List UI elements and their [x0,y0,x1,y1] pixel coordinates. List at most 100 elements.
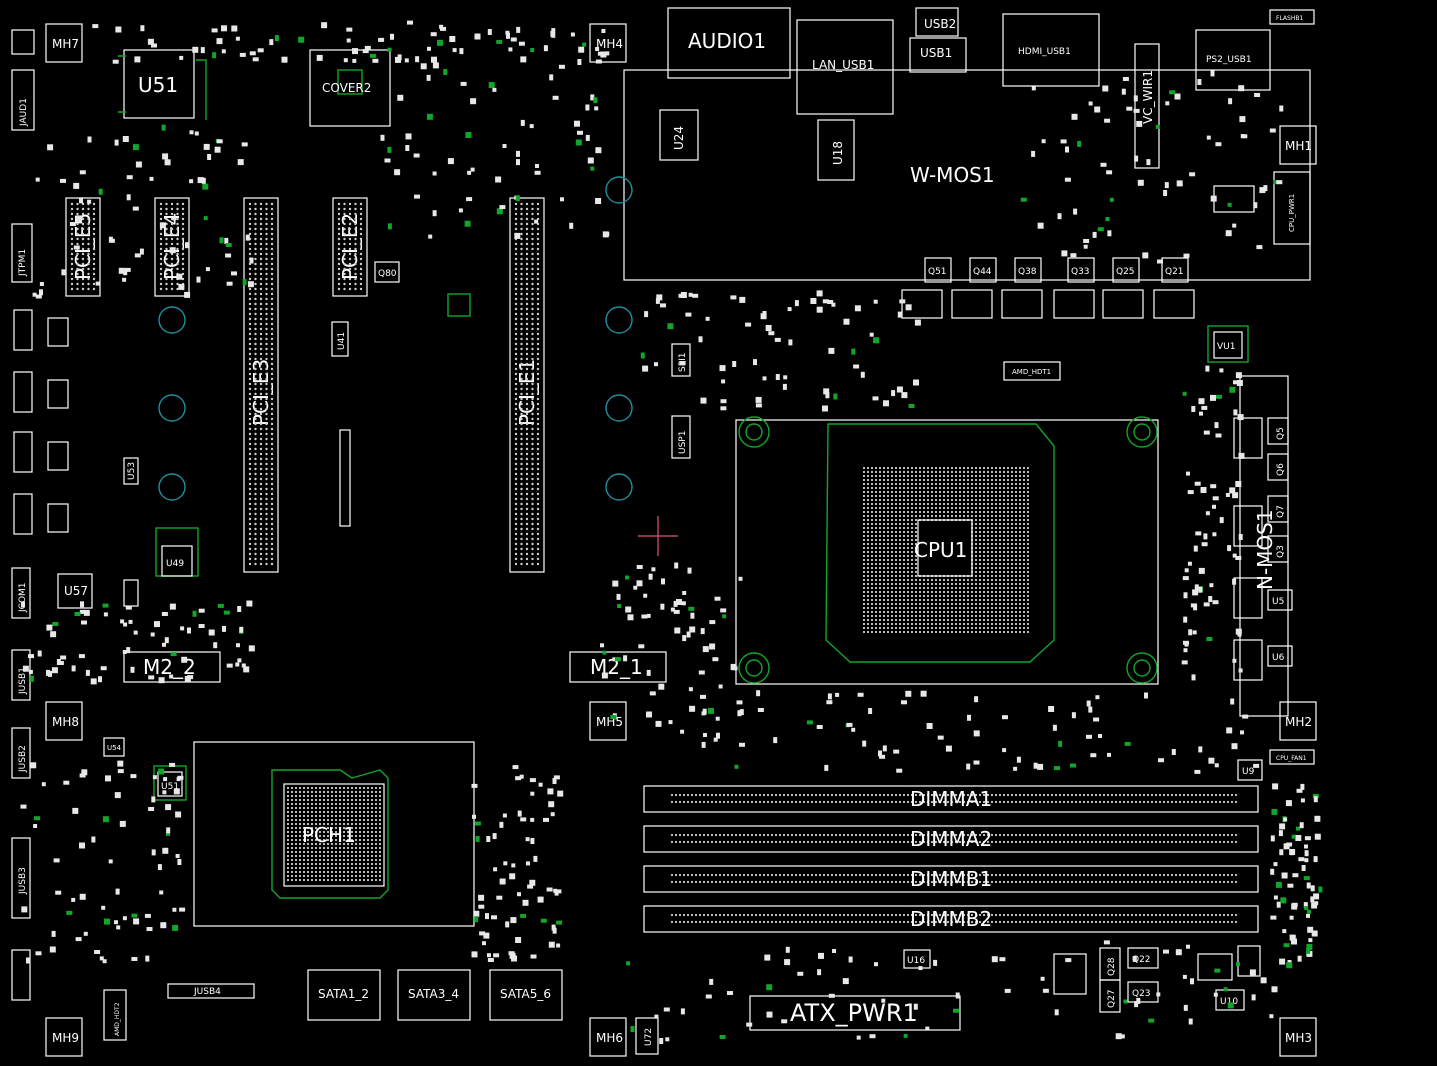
wmos-label: W-MOS1 [910,163,995,187]
cover-region [309,49,391,127]
jusb4-label: JUSB4 [193,987,221,997]
audio-label: AUDIO1 [688,29,766,53]
cpu-label: CPU1 [914,538,967,562]
jcom-label: JCOM1 [18,582,28,613]
q80-label: Q80 [378,269,397,279]
nmos-transistors: Q5 Q6 Q7 Q3 U5 U6 [1233,417,1293,681]
m2-1-slot [569,651,667,683]
jtpm-label: JTPM1 [18,249,28,277]
usb2-label: USB2 [924,17,956,31]
u53-secondary-label: U51 [161,782,179,792]
dimmb1-slot [643,865,1259,893]
mh7-label: MH7 [52,37,79,51]
u9-label: U9 [1242,767,1255,777]
q3-label: Q3 [1276,545,1286,558]
dimma1-label: DIMMA1 [910,787,992,811]
sata34-label: SATA3_4 [408,987,459,1001]
q28-label: Q28 [1107,957,1117,976]
u57-label: U57 [64,584,88,598]
flash-label: FLASHB1 [1276,15,1303,22]
left-fan-headers [13,309,69,535]
pch-region [193,741,475,927]
q21-label: Q21 [1165,267,1184,277]
dimma2-slot [643,825,1259,853]
pcie3-slot [243,197,279,573]
cover-label: COVER2 [322,81,371,95]
cpufan-label: CPU_FAN1 [1276,755,1307,762]
q51-label: Q51 [928,267,947,277]
u16-label: U16 [907,956,925,966]
q6-label: Q6 [1276,463,1286,476]
q27-label: Q27 [1107,989,1117,1008]
mh9-label: MH9 [52,1031,79,1045]
jaud-label: JAUD1 [19,98,29,127]
pch-label: PCH1 [302,823,356,847]
dimma2-label: DIMMA2 [910,827,992,851]
crosshair-cursor-icon [638,516,678,556]
amdhdt2-label: AMD_HDT2 [114,1002,121,1036]
vcore-label: VC_WIR1 [1141,70,1155,124]
lower-right-parts: Q28 Q27 Q22 Q23 U10 U16 U72 [635,945,1261,1055]
jusb3-label: JUSB3 [18,867,28,895]
usb1-label: USB1 [920,46,952,60]
atx-label: ATX_PWR1 [790,999,918,1027]
sata56-label: SATA5_6 [500,987,551,1001]
reference-rings [158,176,633,501]
pch-pin-grid [286,786,382,882]
u24-label: U24 [672,126,686,150]
hdmi-label: HDMI_USB1 [1018,47,1071,57]
m2-2-slot [123,651,221,683]
u54-label: U54 [107,744,122,752]
mh5-label: MH5 [596,715,623,729]
q38-label: Q38 [1018,267,1037,277]
cpu-socket-copper [825,423,1055,663]
dimm-pin-rows [670,793,1238,924]
left-usb-headers: JUSB1 JUSB2 JUSB3 AMD_HDT2 [11,649,127,1041]
mosfet-row: Q51 Q44 Q38 Q33 Q25 Q21 [924,257,1189,283]
q44-label: Q44 [973,267,992,277]
u49-label: U49 [166,559,184,569]
mounting-holes: MH7 MH4 MH1 MH2 MH5 MH8 MH9 MH6 MH3 [45,23,1317,1057]
pcie2-slot [332,197,368,297]
mh2-label: MH2 [1285,715,1312,729]
u6-label: U6 [1272,653,1285,663]
q25-label: Q25 [1116,267,1135,277]
q7-label: Q7 [1276,505,1286,518]
nmos-label: N-MOS1 [1253,509,1277,590]
mh8-label: MH8 [52,715,79,729]
usp1-label: USP1 [678,431,688,454]
u10-label: U10 [1220,997,1238,1007]
lan-label: LAN_USB1 [812,58,874,72]
mh1-label: MH1 [1285,139,1312,153]
dimmb2-label: DIMMB2 [910,907,992,931]
mh3-label: MH3 [1285,1031,1312,1045]
small-components [20,20,1323,1044]
cpupwr-label: CPU_PWR1 [1288,194,1296,232]
u41-label: U41 [337,332,347,350]
q23-label: Q23 [1132,989,1151,999]
q33-label: Q33 [1071,267,1090,277]
u5-label: U5 [1272,597,1284,607]
q22-label: Q22 [1132,955,1151,965]
amdhdt-label: AMD_HDT1 [1012,368,1051,376]
u53-label: U53 [127,462,137,480]
dimm-slots [643,785,1259,933]
sata-ports: SATA1_2 SATA3_4 SATA5_6 [307,969,563,1021]
jusb2-label: JUSB2 [18,745,28,773]
io-panel: AUDIO1 LAN_USB1 USB2 USB1 HDMI_USB1 PS2_… [667,7,1315,115]
vu1-label: VU1 [1217,342,1235,352]
cpu-mount-rings [738,416,1158,684]
mh4-label: MH4 [596,37,623,51]
choke-row [901,185,1255,319]
ps2-label: PS2_USB1 [1206,55,1252,65]
q5-label: Q5 [1276,427,1286,440]
mh6-label: MH6 [596,1031,623,1045]
pch-copper [271,769,389,899]
u18-label: U18 [831,141,845,165]
sata12-label: SATA1_2 [318,987,369,1001]
u51-chip [123,49,195,119]
jusb1-label: JUSB1 [18,667,28,695]
atx-power-connector [749,995,961,1031]
pcie-pin-field [70,202,540,566]
